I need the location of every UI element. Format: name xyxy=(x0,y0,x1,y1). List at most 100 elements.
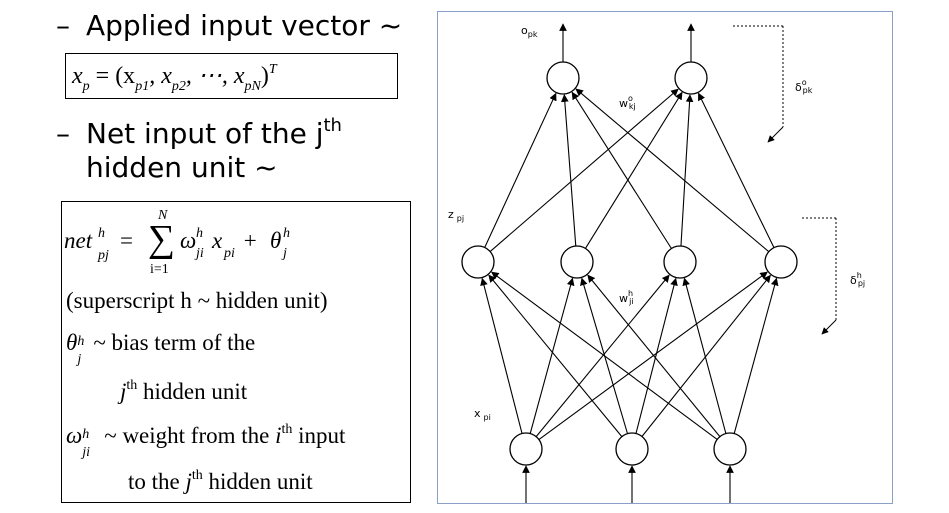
bullet-net-input: –Net input of the jth xyxy=(56,110,342,150)
eq-sub: p xyxy=(82,79,90,94)
input-hidden-weight xyxy=(641,274,771,437)
input-hidden-weight xyxy=(529,277,575,434)
eq-text: to the xyxy=(128,469,186,494)
annotations xyxy=(733,25,837,335)
hidden-node xyxy=(764,245,798,279)
eq-sup: h xyxy=(98,226,105,241)
eq-sub: ji xyxy=(196,246,204,261)
eq-text: , x xyxy=(149,63,172,89)
eq-text: ) xyxy=(260,63,269,89)
hidden-output-weight xyxy=(680,94,694,247)
hidden-output-weight xyxy=(484,92,557,248)
sum-symbol: ∑ xyxy=(148,218,176,260)
eq-sup: h xyxy=(196,226,203,241)
hidden-output-weight xyxy=(697,92,775,248)
hidden-output-weight xyxy=(571,91,672,249)
eq-sub: p1 xyxy=(135,79,150,94)
input-hidden-weight xyxy=(480,277,523,434)
output-node xyxy=(674,61,708,95)
connections xyxy=(480,23,779,503)
eq-equals: = xyxy=(120,228,133,253)
eq-text: ~ bias term of the xyxy=(93,330,256,355)
input-hidden-weight xyxy=(587,274,721,437)
hidden-node xyxy=(461,245,495,279)
bullet-text: Applied input vector ~ xyxy=(86,9,403,42)
eq-sup: th xyxy=(281,422,293,437)
eq-sub: j xyxy=(77,352,82,367)
bullet-text: Net input of the j xyxy=(86,117,324,150)
eq-sup: th xyxy=(191,468,203,483)
delta-o-arrow xyxy=(767,126,784,143)
eq-var: θ xyxy=(270,228,282,253)
input-hidden-weight xyxy=(733,277,779,434)
omega-definition-cont: to the jth hidden unit xyxy=(128,468,313,495)
eq-sub: pj xyxy=(98,248,109,263)
eq-text: hidden unit xyxy=(202,469,313,494)
superscript-note: (superscript h ~ hidden unit) xyxy=(66,288,328,313)
output-node xyxy=(546,61,580,95)
eq-sub: pN xyxy=(244,79,261,94)
input-hidden-weight xyxy=(635,277,678,434)
eq-text: hidden unit xyxy=(137,379,248,404)
eq-sub: pi xyxy=(224,246,235,261)
input-vector-equation: xp = (xp1, xp2, ⋯, xpN)T xyxy=(65,53,398,99)
input-node xyxy=(509,432,543,466)
hidden-output-weight xyxy=(584,91,683,249)
sum-top: N xyxy=(158,208,168,223)
eq-sup: h xyxy=(283,226,290,241)
bullet-sup: th xyxy=(323,115,342,136)
net-input-equation-box: net h pj = N ∑ i=1 ω h ji x pi + θ h j (… xyxy=(61,201,411,503)
eq-sup: T xyxy=(268,62,277,77)
delta-h-arrow xyxy=(821,319,837,335)
eq-plus: + xyxy=(238,228,263,253)
bullet-applied-input: –Applied input vector ~ xyxy=(56,10,402,42)
eq-var: j xyxy=(120,379,127,404)
input-hidden-weight xyxy=(488,274,623,437)
bullet-dash: – xyxy=(56,117,70,150)
input-node xyxy=(615,432,649,466)
label-o-pk: opk xyxy=(521,24,538,39)
eq-sub: ji xyxy=(82,445,91,460)
eq-var: ω xyxy=(180,228,197,253)
eq-sub: p2 xyxy=(171,79,186,94)
eq-var: i xyxy=(275,423,282,448)
bullet-hidden-unit: hidden unit ~ xyxy=(86,151,278,184)
eq-text: , ⋯, x xyxy=(185,63,245,89)
hidden-node xyxy=(560,245,594,279)
eq-var: net xyxy=(64,228,93,253)
eq-sup: h xyxy=(77,334,85,349)
eq-sub: j xyxy=(283,246,287,261)
eq-sup: th xyxy=(126,378,138,393)
eq-text: input xyxy=(292,423,346,448)
eq-var: θ xyxy=(66,330,78,355)
input-node xyxy=(713,432,747,466)
eq-var: j xyxy=(185,469,192,494)
eq-sup: h xyxy=(82,427,90,442)
input-hidden-weight xyxy=(535,274,670,437)
hidden-output-weight xyxy=(575,88,770,253)
hidden-node xyxy=(663,245,697,279)
sum-bottom: i=1 xyxy=(150,262,169,277)
error-signal-arrows xyxy=(733,25,837,335)
theta-definition-cont: jth hidden unit xyxy=(120,378,247,405)
hidden-output-weight xyxy=(489,88,679,252)
input-hidden-weight xyxy=(682,277,727,434)
eq-text: ~ weight from the xyxy=(104,423,276,448)
hidden-output-weight xyxy=(560,94,577,247)
bullet-dash: – xyxy=(56,9,70,42)
eq-var: x xyxy=(72,63,83,89)
input-hidden-weight xyxy=(491,271,718,440)
eq-var: x xyxy=(212,228,223,253)
neurons xyxy=(461,61,798,466)
